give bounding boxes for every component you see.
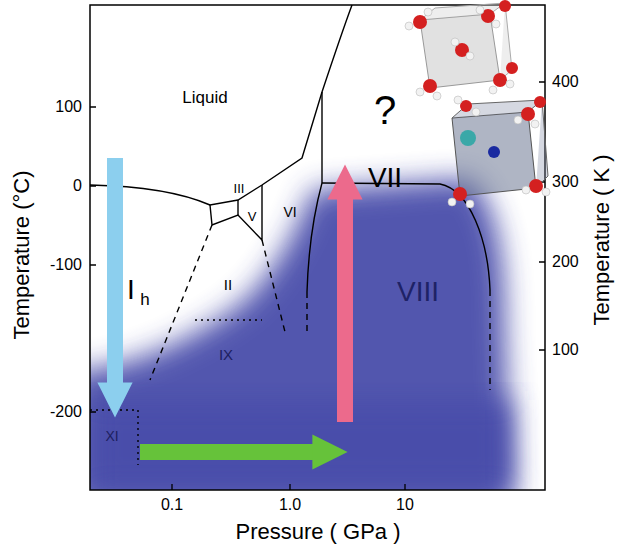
phase-label: II: [224, 277, 232, 292]
axis-tick-label: 100: [55, 99, 82, 115]
phase-label: IX: [219, 347, 233, 362]
axis-title: Temperature ( K ): [591, 154, 613, 325]
axis-tick-label: 0: [73, 178, 82, 194]
axis-tick-label: 100: [552, 342, 579, 358]
axis-tick-label: 400: [552, 74, 579, 90]
phase-label: V: [248, 210, 257, 223]
molecule-cube-upper: [405, 0, 518, 100]
phase-label: VIII: [397, 278, 439, 306]
phase-label: XI: [105, 429, 118, 443]
phase-subscript: h: [140, 291, 149, 308]
axis-tick-label: 1.0: [279, 497, 301, 513]
ordered-region-shading: [90, 178, 512, 490]
axis-tick-label: -100: [50, 257, 82, 273]
question-mark: ?: [374, 90, 396, 130]
axis-tick-label: -200: [50, 404, 82, 420]
phase-label: VII: [368, 164, 402, 192]
phase-label: VI: [283, 205, 296, 219]
plot-frame: [90, 5, 545, 490]
phase-label: I: [127, 276, 135, 304]
molecule-cube-lower: [448, 96, 550, 208]
phase-label: Liquid: [182, 89, 227, 106]
phase-label: III: [234, 182, 245, 195]
axis-tick-label: 10: [396, 497, 414, 513]
axis-tick-label: 0.1: [161, 497, 183, 513]
axis-tick-label: 300: [552, 174, 579, 190]
axis-title: Temperature (°C): [11, 171, 33, 340]
axis-ticks: [90, 82, 545, 490]
process-arrows: [115, 158, 345, 452]
axis-title: Pressure ( GPa ): [235, 521, 400, 543]
axis-tick-label: 200: [552, 254, 579, 270]
